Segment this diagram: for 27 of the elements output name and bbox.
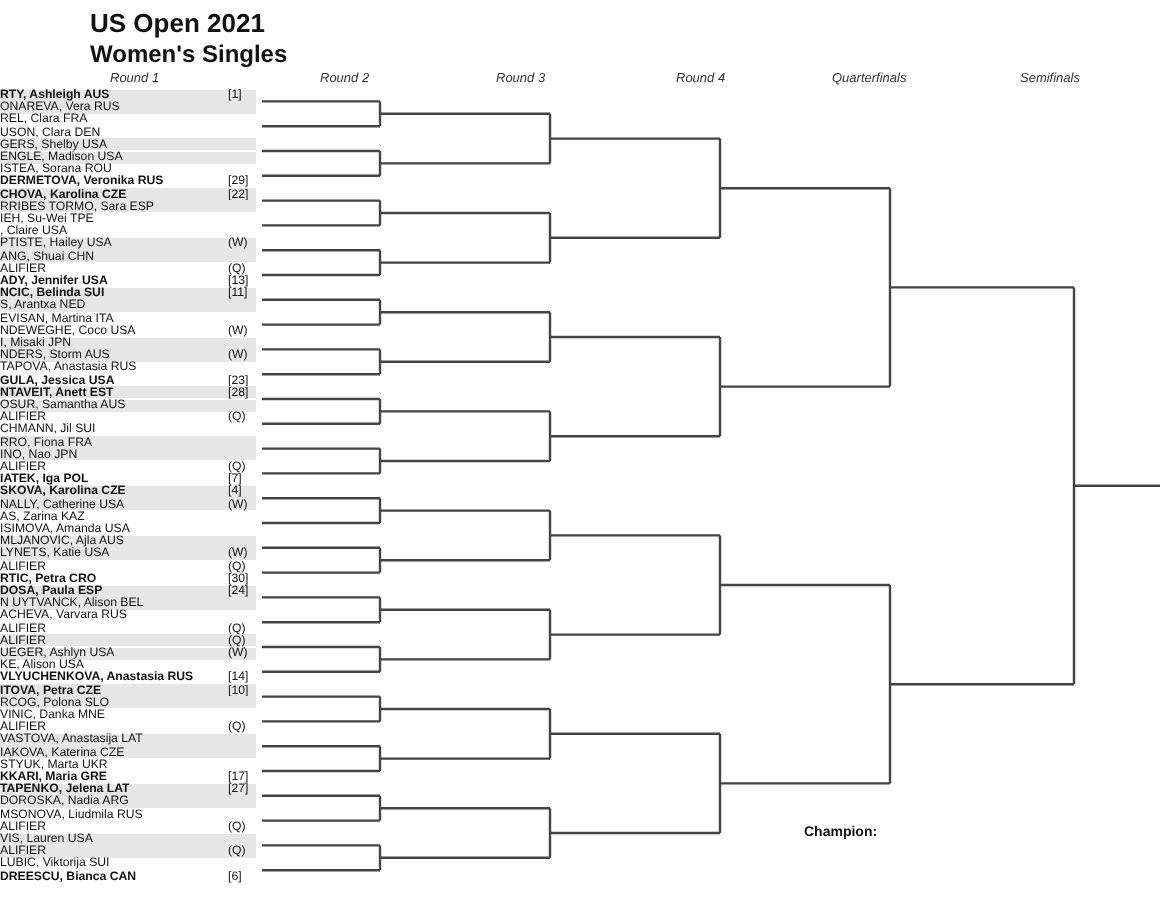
entry-row [0,337,256,350]
entry-row [0,250,256,263]
entry-row [0,696,256,709]
entry-row [0,535,256,548]
entry-row [0,386,256,399]
entry-row [0,200,256,213]
title: US Open 2021 [90,8,265,38]
entry-row [0,237,256,251]
entry-row [0,746,256,759]
entry-row [0,634,256,647]
entry-row [0,733,256,747]
entry-row [0,498,256,511]
entry-row [0,399,256,412]
subtitle: Women's Singles [90,40,288,68]
entry-row [0,585,256,598]
entry-row [0,485,256,499]
entry-row [0,188,256,201]
entry-row [0,287,256,300]
entry-row [0,151,256,164]
entry-row [0,89,256,102]
entry-row [0,647,256,660]
entry-row [0,448,256,461]
entry-row [0,138,256,151]
entry-row [0,436,256,449]
entry-row [0,783,256,796]
entry-row [0,684,256,697]
entry-row [0,833,256,846]
